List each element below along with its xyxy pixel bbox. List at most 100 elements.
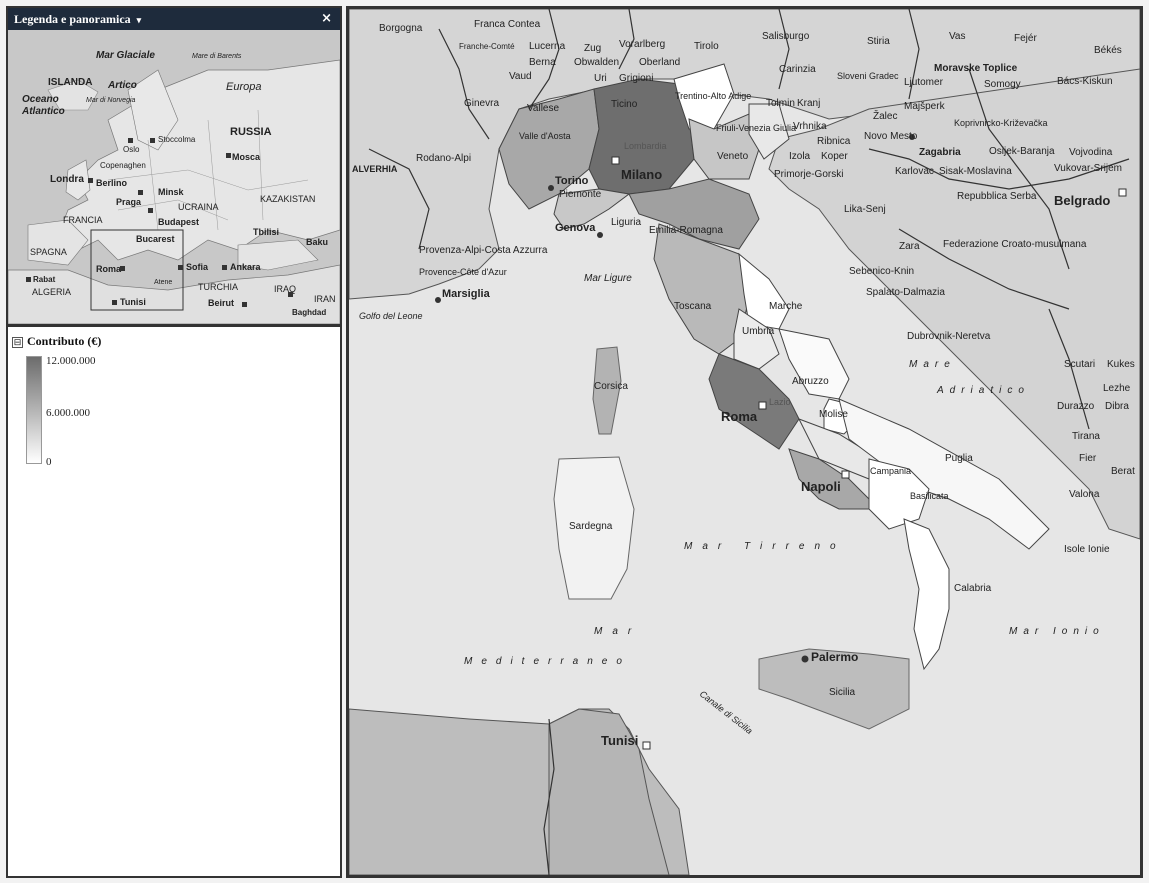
legend-max-label: 12.000.000 xyxy=(46,355,96,367)
map-label: Grigioni xyxy=(619,73,653,84)
map-label: Mar Ionio xyxy=(1009,626,1105,637)
map-label: Emilia-Romagna xyxy=(649,225,723,236)
map-label: Tirolo xyxy=(694,41,719,52)
map-label: Lombardia xyxy=(624,141,667,151)
map-label: Spalato-Dalmazia xyxy=(866,287,945,298)
overview-label: Mare di Barents xyxy=(192,53,242,60)
map-label: Tunisi xyxy=(601,733,638,748)
map-label: Dubrovnik-Neretva xyxy=(907,331,991,342)
map-label: Ljutomer xyxy=(904,77,944,88)
map-label: Lika-Senj xyxy=(844,204,886,215)
overview-label: Europa xyxy=(226,81,261,93)
map-label: Genova xyxy=(555,222,596,234)
overview-label: Baghdad xyxy=(292,308,326,317)
map-label: Adriatico xyxy=(936,385,1030,396)
map-label: Majšperk xyxy=(904,101,946,112)
map-label: Abruzzo xyxy=(792,376,829,387)
overview-label: TURCHIA xyxy=(198,282,238,292)
overview-label: Minsk xyxy=(158,187,185,197)
overview-label: Atlantico xyxy=(21,106,65,117)
map-label: Vrhnika xyxy=(793,121,827,132)
map-label: Provence-Côte d'Azur xyxy=(419,267,507,277)
map-label: Tolmin xyxy=(766,98,795,109)
map-label: Berna xyxy=(529,57,556,68)
map-label: Mar Ligure xyxy=(584,273,632,284)
chevron-down-icon[interactable]: ▾ xyxy=(136,15,142,25)
legend-title: ⊟ Contributo (€) xyxy=(12,334,101,349)
map-label: Corsica xyxy=(594,381,628,392)
map-label: Sicilia xyxy=(829,687,856,698)
map-label: Primorje-Gorski xyxy=(774,169,843,180)
map-label: Stiria xyxy=(867,36,890,47)
map-label: Izola xyxy=(789,151,811,162)
map-label: Puglia xyxy=(945,453,973,464)
map-label: Mar Tirreno xyxy=(684,541,846,552)
map-label: Valona xyxy=(1069,489,1100,500)
overview-label: Beirut xyxy=(208,298,234,308)
panel-header[interactable]: Legenda e panoramica ▾ × xyxy=(8,8,340,30)
map-label: Rodano-Alpi xyxy=(416,153,471,164)
map-label: Sisak-Moslavina xyxy=(939,166,1012,177)
map-label: Vojvodina xyxy=(1069,147,1113,158)
map-label: Valle d'Aosta xyxy=(519,131,571,141)
map-label: Somogy xyxy=(984,79,1021,90)
map-label: Berat xyxy=(1111,466,1135,477)
overview-label: SPAGNA xyxy=(30,247,67,257)
map-label: Repubblica Serba xyxy=(957,191,1037,202)
map-label: Carinzia xyxy=(779,64,816,75)
overview-label: Ankara xyxy=(230,262,262,272)
map-label: Napoli xyxy=(801,479,841,494)
panel-title: Legenda e panoramica xyxy=(14,12,131,26)
overview-label: Sofia xyxy=(186,262,209,272)
overview-label: Oslo xyxy=(123,145,140,154)
overview-label: Oceano xyxy=(22,94,59,105)
map-label: Borgogna xyxy=(379,23,423,34)
legend-title-text: Contributo (€) xyxy=(27,334,102,348)
overview-label: Stoccolma xyxy=(158,135,196,144)
map-label: Zagabria xyxy=(919,147,961,158)
map-label: Dibra xyxy=(1105,401,1129,412)
map-label: Palermo xyxy=(811,650,858,664)
overview-map[interactable]: Mar Glaciale Artico Mare di Barents ISLA… xyxy=(8,30,340,327)
legend-mid-label: 6.000.000 xyxy=(46,407,90,419)
overview-label: Rabat xyxy=(33,275,56,284)
main-map[interactable]: Borgogna Franca Contea Franche-Comté Luc… xyxy=(346,6,1143,878)
close-icon[interactable]: × xyxy=(321,11,332,26)
overview-label: Roma xyxy=(96,264,122,274)
overview-label: ISLANDA xyxy=(48,77,92,88)
map-label: Karlovac xyxy=(895,166,934,177)
map-label: Basilicata xyxy=(910,491,949,501)
map-label: Scutari xyxy=(1064,359,1095,370)
legend-min-label: 0 xyxy=(46,456,52,468)
overview-label: IRAQ xyxy=(274,284,296,294)
map-label: Koper xyxy=(821,151,848,162)
map-label: Mediterraneo xyxy=(464,656,631,667)
map-label: Sardegna xyxy=(569,521,613,532)
overview-label: KAZAKISTAN xyxy=(260,194,315,204)
map-label: Lazio xyxy=(769,397,791,407)
map-label: Moravske Toplice xyxy=(934,63,1018,74)
map-label: Sebenico-Knin xyxy=(849,266,914,277)
map-label: Lezhe xyxy=(1103,383,1131,394)
overview-label: Berlino xyxy=(96,178,128,188)
overview-label: Tunisi xyxy=(120,297,146,307)
map-label: Trentino-Alto Adige xyxy=(675,91,751,101)
map-label: Federazione Croato-musulmana xyxy=(943,239,1087,250)
overview-label: Mosca xyxy=(232,152,261,162)
map-label: Mare xyxy=(909,359,956,370)
legend-color-ramp xyxy=(26,356,42,464)
map-label: Fejér xyxy=(1014,33,1037,44)
overview-label: ALGERIA xyxy=(32,287,71,297)
map-label: Vaud xyxy=(509,71,532,82)
map-label: Žalec xyxy=(873,109,897,122)
map-label: Friuli-Venezia Giulia xyxy=(716,123,796,133)
map-label: Zug xyxy=(584,43,601,54)
map-label: Sloveni Gradec xyxy=(837,71,899,81)
map-label: Bács-Kiskun xyxy=(1057,76,1113,87)
map-label: Lucerna xyxy=(529,41,566,52)
map-label: Franche-Comté xyxy=(459,42,515,51)
map-label: Roma xyxy=(721,409,758,424)
collapse-icon[interactable]: ⊟ xyxy=(12,337,23,348)
overview-label: Praga xyxy=(116,197,142,207)
overview-label: Budapest xyxy=(158,217,199,227)
